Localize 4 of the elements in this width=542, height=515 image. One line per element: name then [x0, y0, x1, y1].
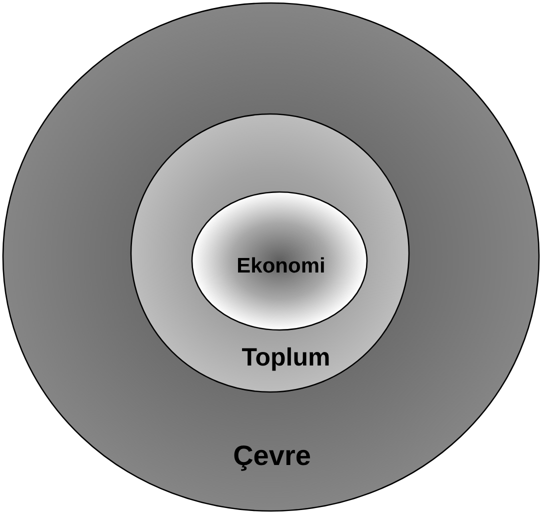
region-label: Çevre — [233, 442, 311, 470]
region-label: Ekonomi — [236, 256, 326, 276]
region-label: Toplum — [242, 346, 330, 370]
circle-region — [191, 191, 368, 331]
